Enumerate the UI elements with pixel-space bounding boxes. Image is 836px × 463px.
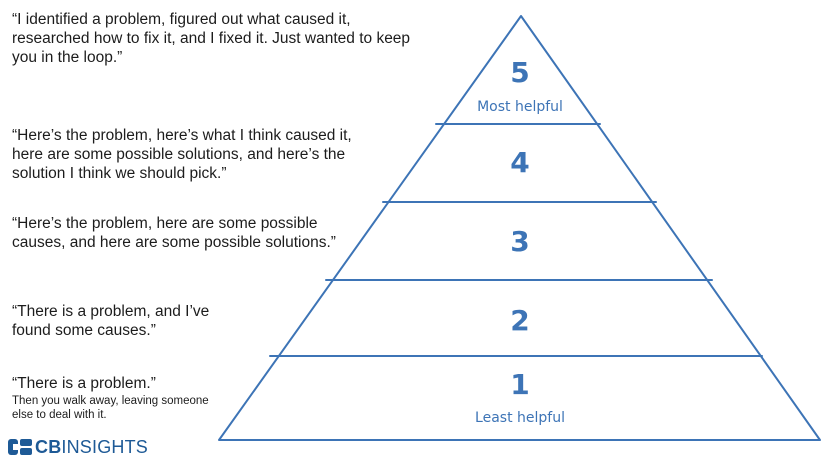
quote-level-1-text: “There is a problem.” bbox=[12, 375, 156, 392]
quote-level-1: “There is a problem.” Then you walk away… bbox=[12, 374, 212, 422]
pyramid-outline bbox=[218, 15, 821, 441]
pyramid-level-2: 2 bbox=[510, 304, 529, 337]
quote-level-2: “There is a problem, and I’ve found some… bbox=[12, 303, 210, 339]
quote-level-4: “Here’s the problem, here’s what I think… bbox=[12, 127, 352, 182]
quote-level-1-subtext: Then you walk away, leaving someone else… bbox=[12, 395, 209, 421]
cbinsights-logo: CBINSIGHTS bbox=[8, 436, 148, 458]
pyramid-level-4: 4 bbox=[510, 146, 529, 179]
pyramid-bottom-label: Least helpful bbox=[475, 410, 565, 426]
quote-level-3: “Here’s the problem, here are some possi… bbox=[12, 215, 336, 251]
pyramid-level-3: 3 bbox=[510, 225, 529, 258]
cbinsights-logo-text: CBINSIGHTS bbox=[35, 436, 149, 457]
pyramid-top-label: Most helpful bbox=[477, 99, 563, 115]
quote-level-5: “I identified a problem, figured out wha… bbox=[12, 11, 411, 66]
pyramid-level-1: 1 bbox=[510, 368, 529, 401]
pyramid-level-5: 5 bbox=[510, 56, 529, 89]
cbinsights-logo-mark-icon bbox=[8, 439, 32, 455]
